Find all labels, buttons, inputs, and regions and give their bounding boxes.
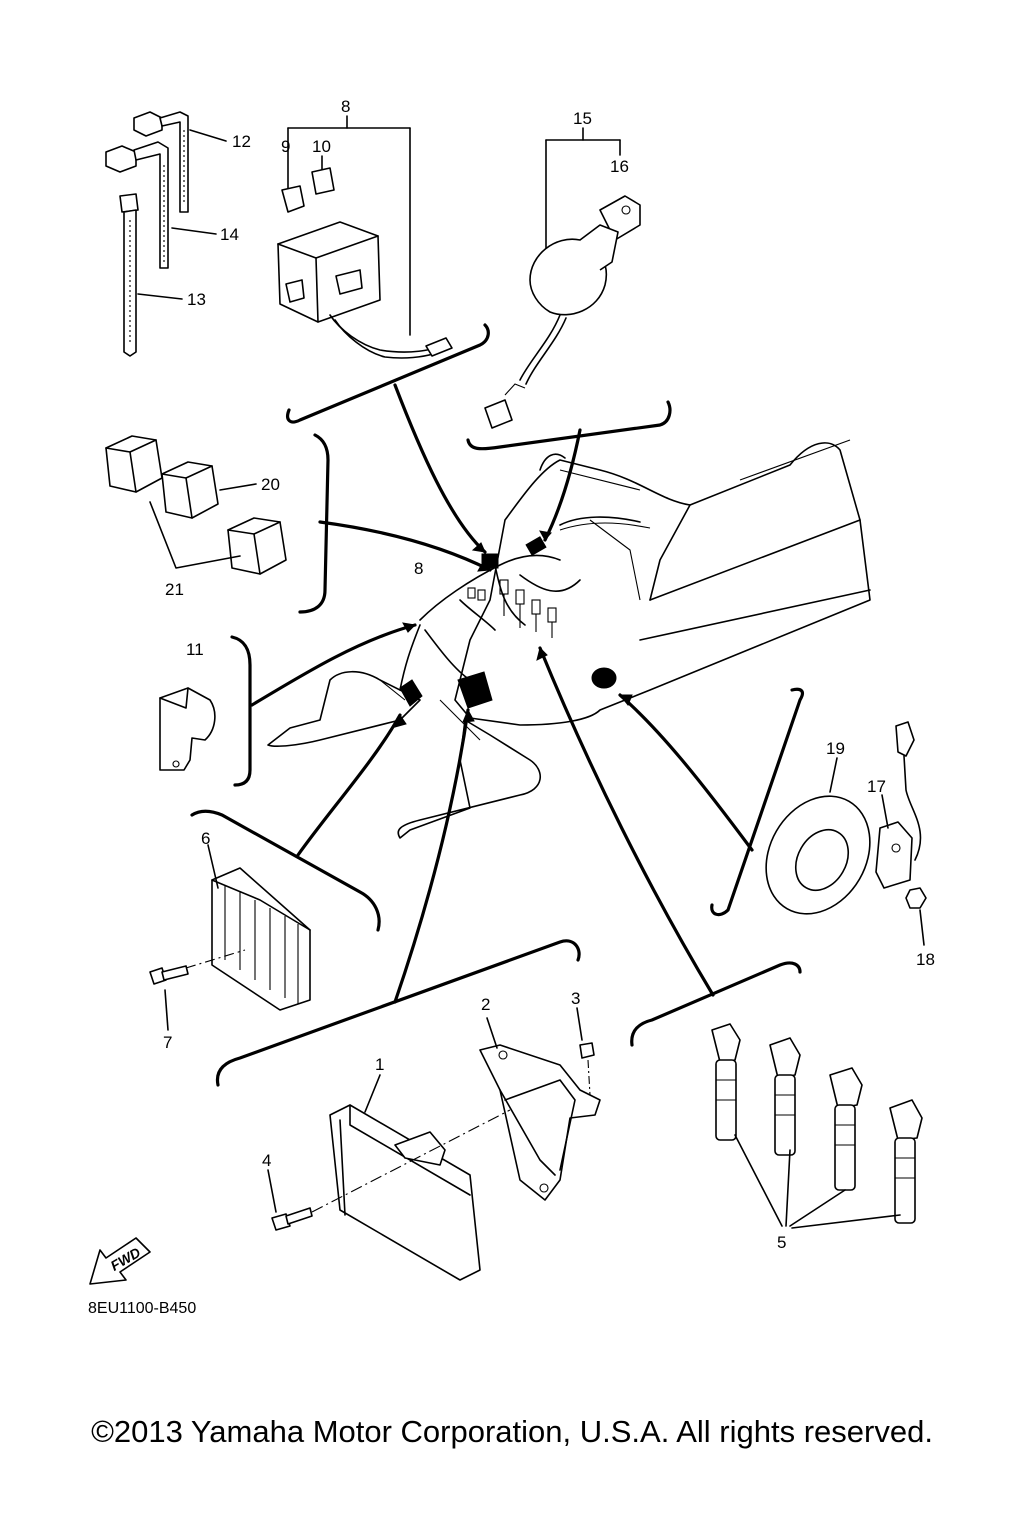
callout-numbers: 1 2 3 4 5 6 7 8 9 10 11 12 13 14 15 16 1… — [163, 97, 935, 1252]
fuse-box-assembly — [277, 115, 453, 359]
callout-12: 12 — [232, 132, 251, 151]
callout-6: 6 — [201, 829, 210, 848]
relays — [105, 435, 287, 575]
callout-13: 13 — [187, 290, 206, 309]
copyright-notice: ©2013 Yamaha Motor Corporation, U.S.A. A… — [91, 1414, 933, 1449]
callout-19: 19 — [826, 739, 845, 758]
callout-8-body: 8 — [414, 559, 423, 578]
fwd-arrow-icon: FWD — [89, 1237, 151, 1285]
callout-15: 15 — [573, 109, 592, 128]
ecu-assembly — [267, 1007, 601, 1281]
callout-4: 4 — [262, 1151, 271, 1170]
callout-3: 3 — [571, 989, 580, 1008]
callout-11: 11 — [186, 640, 204, 659]
callout-leaders — [190, 323, 804, 1087]
main-switch-assembly — [484, 127, 641, 429]
callout-20: 20 — [261, 475, 280, 494]
diagram-code: 8EU1100-B450 — [88, 1300, 196, 1317]
callout-9: 9 — [281, 137, 290, 156]
callout-5: 5 — [777, 1233, 786, 1252]
pickup-coil-and-rotor — [765, 721, 927, 946]
callout-8: 8 — [341, 97, 350, 116]
snowmobile-body — [267, 439, 871, 839]
bracket-11 — [159, 687, 216, 771]
callout-17: 17 — [867, 777, 886, 796]
cable-ties — [105, 111, 227, 357]
callout-16: 16 — [610, 157, 629, 176]
ignition-coils — [711, 1023, 923, 1229]
callout-21: 21 — [165, 580, 184, 599]
callout-18: 18 — [916, 950, 935, 969]
callout-1: 1 — [375, 1055, 384, 1074]
callout-7: 7 — [163, 1033, 172, 1052]
callout-14: 14 — [220, 225, 239, 244]
callout-2: 2 — [481, 995, 490, 1014]
callout-10: 10 — [312, 137, 331, 156]
rectifier-regulator — [149, 844, 311, 1031]
